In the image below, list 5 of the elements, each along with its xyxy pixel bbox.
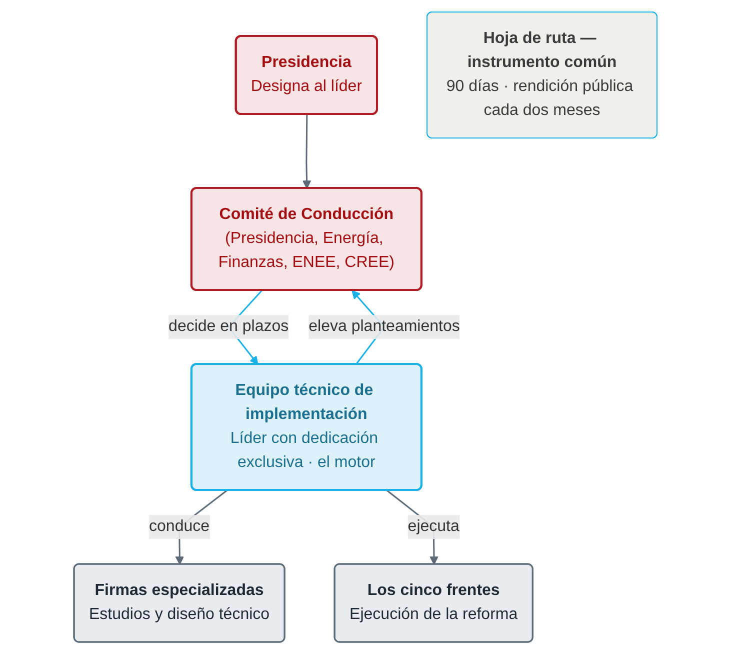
edge-label: eleva planteamientos [308,318,460,335]
edge-label: conduce [149,518,210,535]
edge-label: decide en plazos [168,318,289,335]
edge-label: ejecuta [408,518,460,535]
arrow [302,114,312,189]
